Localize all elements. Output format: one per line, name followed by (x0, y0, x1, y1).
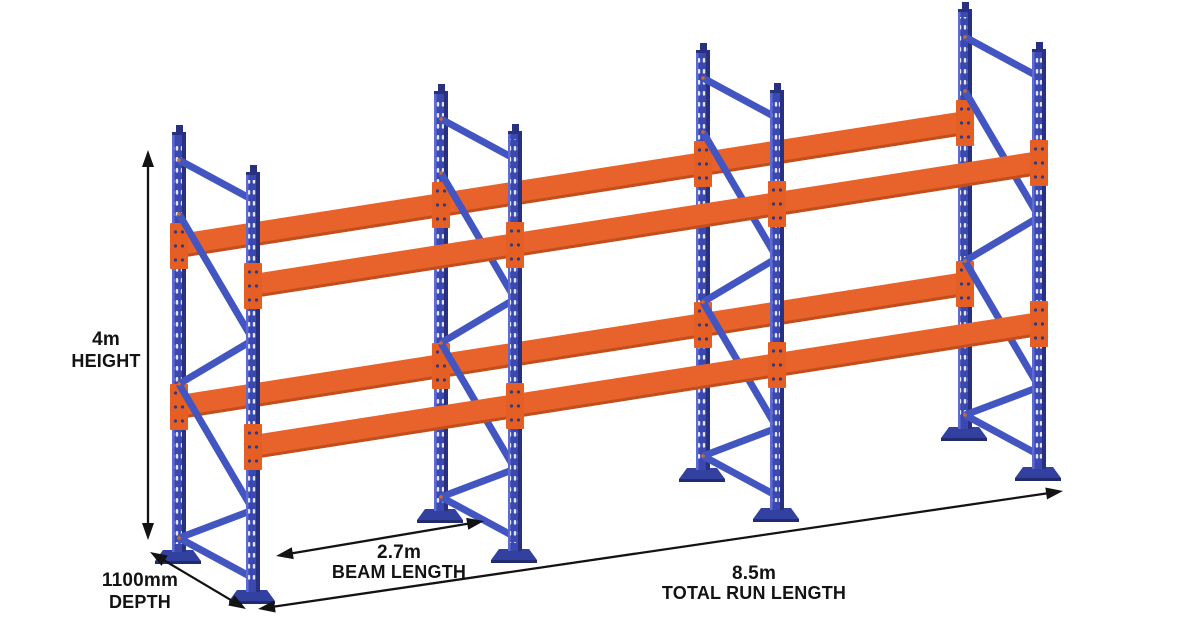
rear-beam-level-2 (170, 100, 974, 269)
rear-beam-level-1 (170, 261, 974, 430)
base-plate (941, 427, 987, 438)
beam-connector-bracket (956, 100, 974, 146)
height-dimension-arrow (142, 150, 154, 540)
bracing-frame-3 (699, 74, 781, 500)
bracing-frame-1 (175, 156, 257, 582)
rear-beams (170, 100, 974, 430)
frame-bracing (175, 33, 1043, 582)
rear-upright-frame-4 (941, 2, 987, 441)
upright-top-notch (774, 83, 781, 93)
beam-connector-bracket (768, 181, 786, 227)
beam-connector-bracket (244, 263, 262, 309)
upright-top-notch (438, 84, 445, 94)
depth-label: DEPTH (109, 592, 171, 612)
base-plate (491, 549, 537, 560)
rear-upright-frame-3 (679, 43, 725, 482)
beam-length-label: BEAM LENGTH (332, 562, 466, 582)
total-run-dimension-arrow (258, 487, 1063, 613)
base-plate (229, 590, 275, 601)
beam-connector-bracket (506, 383, 524, 429)
upright-top-notch (1036, 42, 1043, 52)
upright-top-notch (250, 165, 257, 175)
beam-connector-bracket (1030, 301, 1048, 347)
beam-connector-bracket (768, 342, 786, 388)
total-run-label: TOTAL RUN LENGTH (662, 583, 846, 603)
front-beam-level-1 (244, 301, 1048, 470)
bracing-frame-2 (437, 115, 519, 541)
upright-top-notch (176, 125, 183, 135)
height-label: HEIGHT (71, 351, 140, 371)
rear-upright-frame-1 (155, 125, 201, 564)
beam-connector-bracket (244, 424, 262, 470)
beam-connector-bracket (432, 182, 450, 228)
beam-connector-bracket (694, 141, 712, 187)
bracing-frame-4 (961, 33, 1043, 459)
height-value: 4m (92, 329, 120, 350)
depth-dimension-arrow (150, 552, 246, 609)
beam-connector-bracket (170, 223, 188, 269)
front-beam-level-2 (244, 140, 1048, 309)
racking-structure (155, 2, 1061, 604)
front-beams (244, 140, 1048, 470)
total-run-value: 8.5m (732, 563, 776, 584)
beam-connector-bracket (1030, 140, 1048, 186)
upright-top-notch (700, 43, 707, 53)
beam-length-dimension-arrow (276, 517, 484, 560)
base-plate (753, 508, 799, 519)
upright-top-notch (512, 124, 519, 134)
base-plate (417, 509, 463, 520)
beam-length-value: 2.7m (377, 542, 421, 563)
beam-connector-bracket (506, 222, 524, 268)
base-plate (155, 550, 201, 561)
dimension-annotations: 4m HEIGHT 1100mm DEPTH 2.7m BEAM LENGTH … (71, 150, 1063, 613)
upright-top-notch (962, 2, 969, 12)
front-upright-frame-4 (1015, 42, 1061, 481)
base-plate (679, 468, 725, 479)
rear-upright-frame-2 (417, 84, 463, 523)
depth-value: 1100mm (102, 570, 178, 591)
base-plate (1015, 467, 1061, 478)
